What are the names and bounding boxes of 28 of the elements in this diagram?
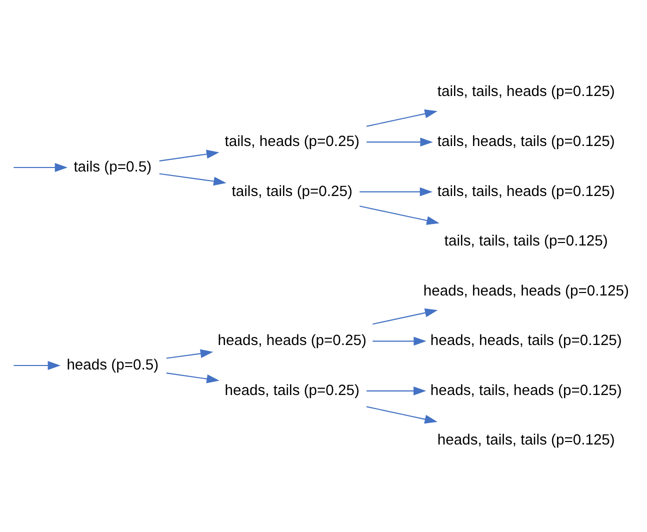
node-text: tails, heads, tails (p=0.125) bbox=[437, 133, 615, 150]
arrow bbox=[372, 336, 426, 346]
node-text: tails (p=0.5) bbox=[74, 158, 152, 175]
node-text: tails, tails (p=0.25) bbox=[232, 183, 352, 200]
node-text: heads, tails (p=0.25) bbox=[224, 382, 360, 398]
arrow bbox=[360, 186, 433, 196]
arrow bbox=[366, 108, 438, 126]
arrow bbox=[14, 360, 61, 370]
node-text: tails, tails, heads (p=0.125) bbox=[437, 183, 615, 200]
node-text: heads, heads (p=0.25) bbox=[218, 332, 366, 349]
node-text: tails, tails, tails (p=0.125) bbox=[444, 233, 608, 250]
arrow bbox=[166, 348, 214, 358]
node-text: heads (p=0.5) bbox=[66, 356, 159, 373]
node-text: tails, heads (p=0.25) bbox=[224, 133, 360, 150]
arrow bbox=[166, 372, 220, 383]
node-text: tails, tails, heads (p=0.125) bbox=[437, 84, 615, 100]
node-text: heads, heads, heads (p=0.125) bbox=[423, 282, 629, 299]
arrow bbox=[366, 386, 426, 395]
arrow bbox=[159, 172, 226, 186]
arrow bbox=[366, 137, 433, 146]
node-text: heads, heads, tails (p=0.125) bbox=[430, 332, 622, 349]
arrow bbox=[159, 149, 220, 161]
node-text: heads, tails, heads (p=0.125) bbox=[430, 382, 622, 398]
arrow bbox=[372, 308, 438, 324]
arrow bbox=[14, 162, 68, 172]
node-text: heads, tails, tails (p=0.125) bbox=[437, 432, 615, 448]
arrow bbox=[366, 406, 438, 424]
arrow bbox=[360, 205, 440, 224]
